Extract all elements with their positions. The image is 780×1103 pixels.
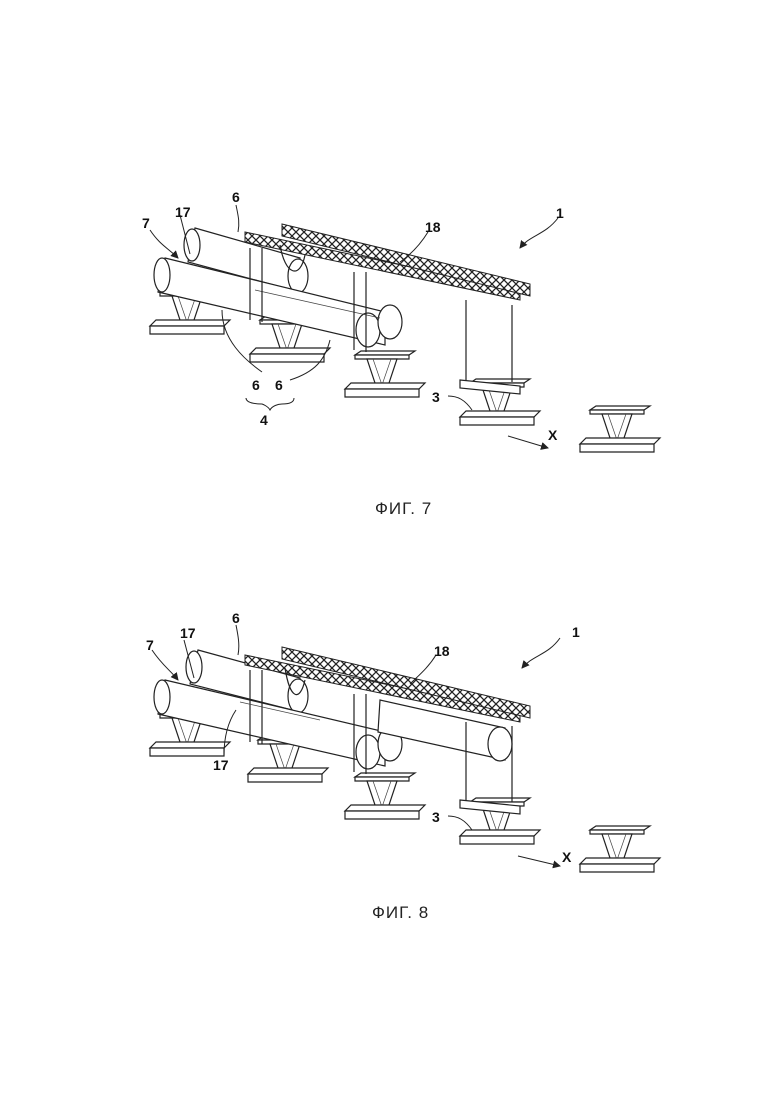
label-6: 6 <box>252 377 260 393</box>
label-7: 7 <box>142 215 150 231</box>
label-17: 17 <box>213 757 229 773</box>
label-6: 6 <box>232 610 240 626</box>
label-4: 4 <box>260 412 268 428</box>
pipe-end <box>184 229 200 261</box>
label-1: 1 <box>556 205 564 221</box>
trestle-separate <box>580 406 660 452</box>
trestle <box>345 773 425 819</box>
label-1: 1 <box>572 624 580 640</box>
label-3: 3 <box>432 809 440 825</box>
label-6: 6 <box>275 377 283 393</box>
label-3: 3 <box>432 389 440 405</box>
pipe-end <box>154 258 170 292</box>
pipe-end <box>288 259 308 293</box>
pipe-end <box>356 313 380 347</box>
label-17: 17 <box>180 625 196 641</box>
figure-caption: ФИГ. 7 <box>375 499 432 518</box>
pipe-end <box>378 305 402 339</box>
label-18: 18 <box>434 643 450 659</box>
trestle-separate <box>580 826 660 872</box>
figure-caption: ФИГ. 8 <box>372 903 429 922</box>
trestle <box>345 351 425 397</box>
label-x: X <box>562 849 572 865</box>
label-17: 17 <box>175 204 191 220</box>
label-6: 6 <box>232 189 240 205</box>
truss-beam <box>282 224 530 296</box>
figure-7: 6 17 7 18 1 6 6 4 3 X ФИГ. 7 <box>142 189 660 518</box>
figure-8: 6 17 7 17 18 1 3 X ФИГ. 8 <box>146 610 660 922</box>
label-x: X <box>548 427 558 443</box>
label-7: 7 <box>146 637 154 653</box>
label-18: 18 <box>425 219 441 235</box>
